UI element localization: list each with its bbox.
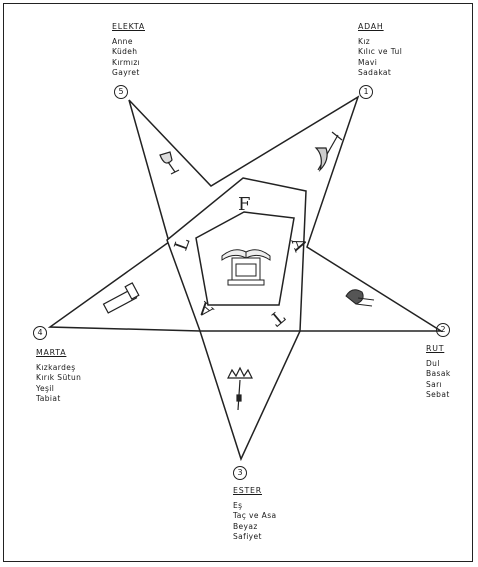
point-label-ester: ESTER Eş Taç ve Asa Beyaz Safiyet xyxy=(233,486,277,543)
point-title: ADAH xyxy=(358,22,402,33)
point-number-5: 5 xyxy=(114,85,128,99)
point-title: ESTER xyxy=(233,486,277,497)
point-attr: Beyaz xyxy=(233,522,277,533)
point-attr: Dul xyxy=(426,359,451,370)
point-attr: Yeşil xyxy=(36,384,81,395)
point-attr: Küdeh xyxy=(112,47,145,58)
point-label-elekta: ELEKTA Anne Küdeh Kırmızı Gayret xyxy=(112,22,145,79)
point-attr: Anne xyxy=(112,37,145,48)
point-attr: Sebat xyxy=(426,390,451,401)
point-number-2: 2 xyxy=(436,323,450,337)
point-label-marta: MARTA Kızkardeş Kırık Sütun Yeşil Tabiat xyxy=(36,348,81,405)
point-attr: Kılıc ve Tul xyxy=(358,47,402,58)
point-attr: Kız xyxy=(358,37,402,48)
point-attr: Taç ve Asa xyxy=(233,511,277,522)
point-title: ELEKTA xyxy=(112,22,145,33)
point-attr: Sadakat xyxy=(358,68,402,79)
point-title: RUT xyxy=(426,344,451,355)
letter-f: F xyxy=(238,194,251,215)
point-label-adah: ADAH Kız Kılıc ve Tul Mavi Sadakat xyxy=(358,22,402,79)
point-number-1: 1 xyxy=(359,85,373,99)
point-attr: Kırmızı xyxy=(112,58,145,69)
point-attr: Sarı xyxy=(426,380,451,391)
point-attr: Basak xyxy=(426,369,451,380)
point-attr: Kırık Sütun xyxy=(36,373,81,384)
point-attr: Kızkardeş xyxy=(36,363,81,374)
point-attr: Gayret xyxy=(112,68,145,79)
point-title: MARTA xyxy=(36,348,81,359)
point-number-4: 4 xyxy=(33,326,47,340)
point-attr: Tabiat xyxy=(36,394,81,405)
point-attr: Safiyet xyxy=(233,532,277,543)
point-label-rut: RUT Dul Basak Sarı Sebat xyxy=(426,344,451,401)
point-number-3: 3 xyxy=(233,466,247,480)
point-attr: Mavi xyxy=(358,58,402,69)
point-attr: Eş xyxy=(233,501,277,512)
